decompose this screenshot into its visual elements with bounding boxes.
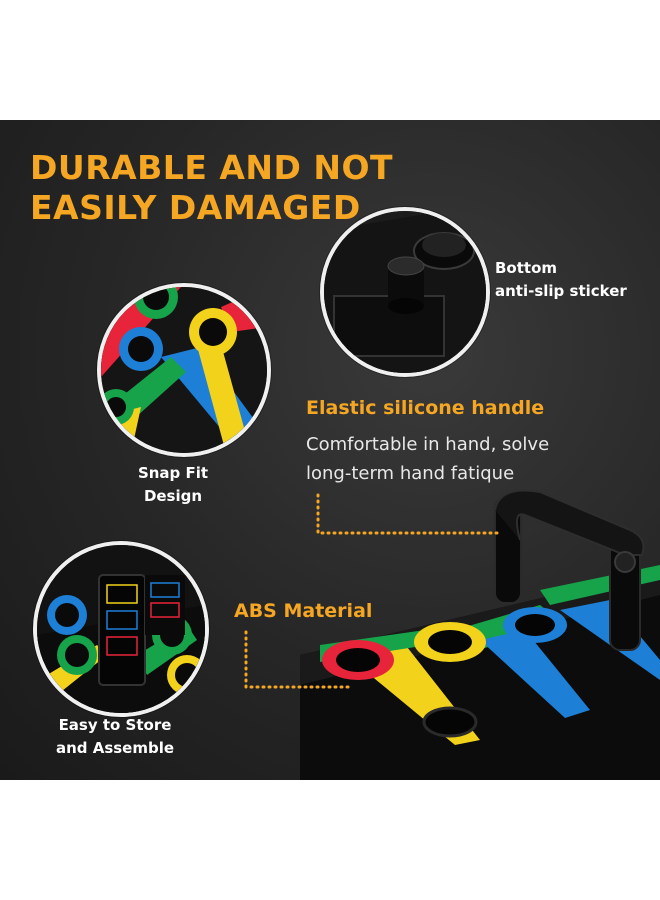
bottom-sticker-label: Bottom anti-slip sticker [495, 259, 627, 300]
easy-store-label: Easy to Store and Assemble [55, 716, 175, 757]
headline: DURABLE AND NOT EASILY DAMAGED [30, 148, 394, 227]
snap-fit-illustration [101, 287, 267, 453]
easy-store-illustration [37, 545, 205, 713]
snap-fit-label: Snap Fit Design [137, 464, 209, 505]
easy-store-photo [33, 541, 209, 717]
snap-fit-photo [97, 283, 271, 457]
bottom-sticker-photo [320, 207, 490, 377]
handle-title: Elastic silicone handle [306, 397, 545, 419]
pushup-board-illustration [300, 489, 660, 780]
bottom-sticker-illustration [324, 211, 486, 373]
abs-title: ABS Material [234, 600, 373, 622]
handle-description: Comfortable in hand, solve long-term han… [306, 434, 550, 484]
product-banner: DURABLE AND NOT EASILY DAMAGED Bottom an… [0, 120, 660, 780]
